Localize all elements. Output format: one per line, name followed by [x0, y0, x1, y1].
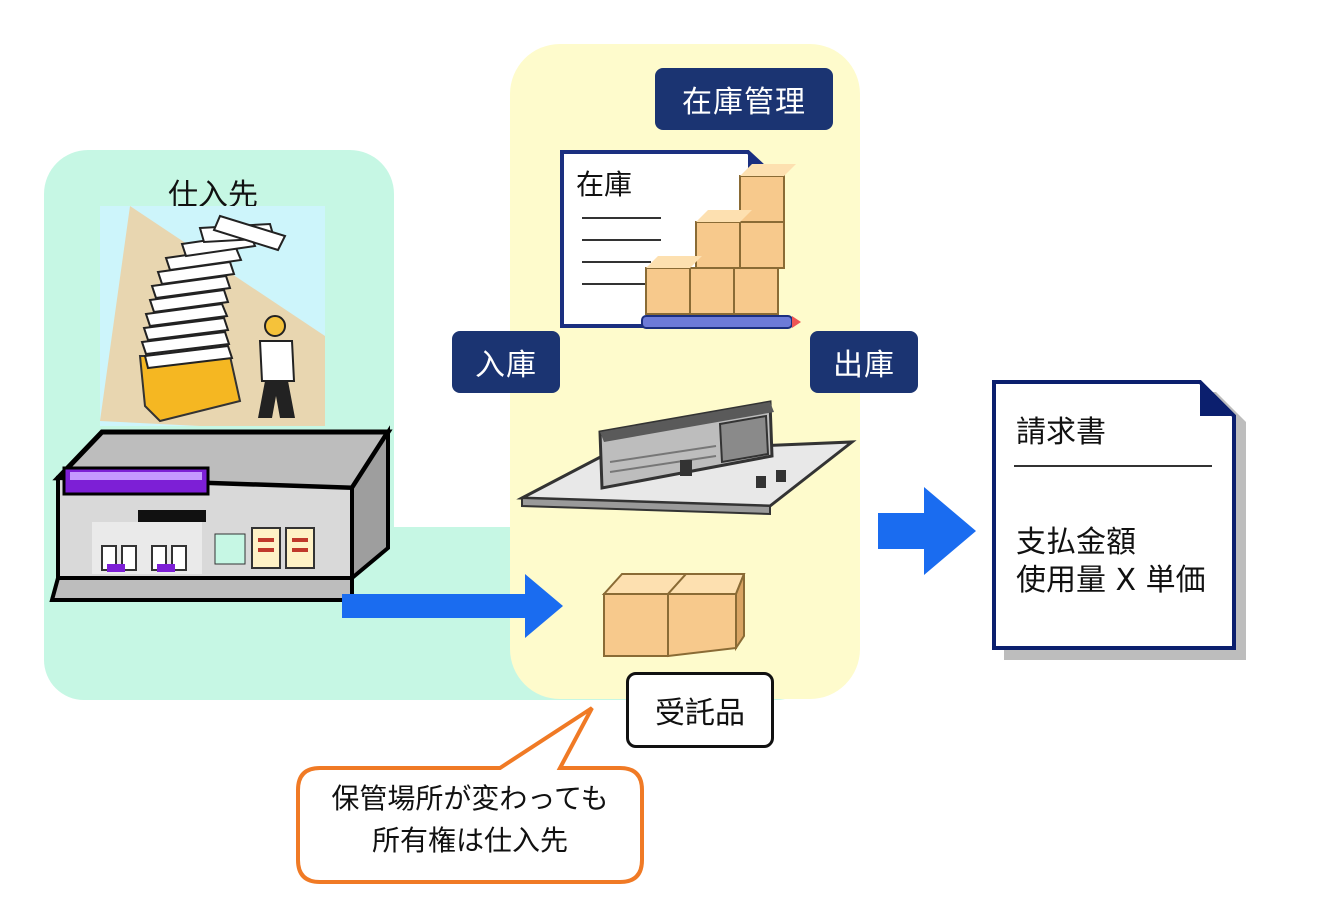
invoice-line-1: 支払金額 — [1016, 525, 1136, 560]
callout-bubble — [296, 706, 644, 884]
inventory-document-icon — [560, 150, 801, 329]
arrow-right-icon — [878, 487, 976, 575]
invoice-document — [992, 380, 1246, 660]
cardboard-boxes-icon — [601, 573, 746, 658]
inventory-doc-label: 在庫 — [576, 168, 633, 201]
warehouse-icon — [516, 400, 857, 516]
callout-line-2: 所有権は仕入先 — [371, 824, 568, 857]
callout-text: 保管場所が変わっても 所有権は仕入先 — [298, 778, 642, 862]
supplier-building-clipart — [49, 425, 393, 602]
inventory-management-label: 在庫管理 — [655, 68, 833, 130]
invoice-line-2: 使用量 X 単価 — [1016, 563, 1206, 598]
receiving-label: 入庫 — [452, 331, 560, 393]
arrow-right-icon — [342, 574, 563, 638]
invoice-title: 請求書 — [1016, 415, 1106, 450]
consigned-goods-label: 受託品 — [626, 672, 774, 748]
callout-line-1: 保管場所が変わっても — [331, 782, 609, 815]
paper-stack-clipart — [100, 206, 325, 426]
shipping-label: 出庫 — [810, 331, 918, 393]
